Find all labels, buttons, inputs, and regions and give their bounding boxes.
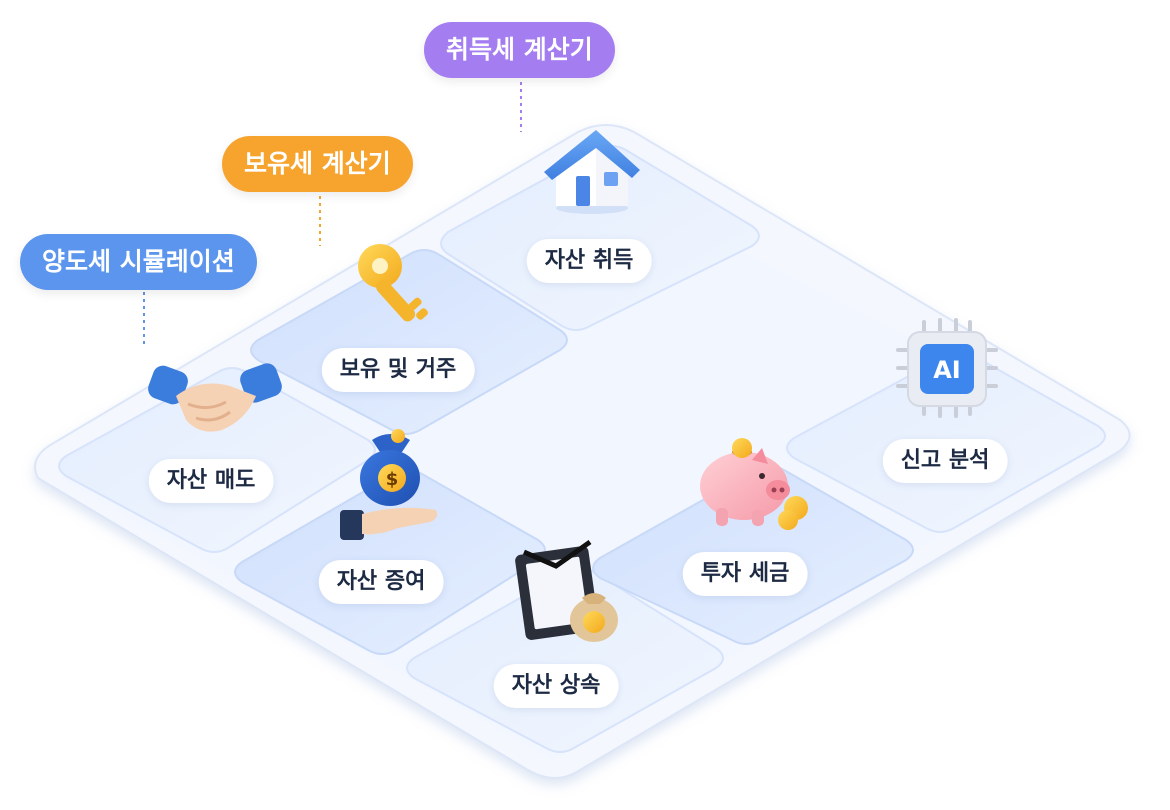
tile-label-inherit: 자산 상속 — [493, 664, 619, 708]
tile-label-gift: 자산 증여 — [318, 560, 444, 604]
ai-chip-icon: AI — [896, 318, 998, 418]
tile-acquire[interactable] — [440, 145, 760, 331]
handshake-icon — [148, 363, 282, 432]
tile-label-hold: 보유 및 거주 — [321, 348, 475, 392]
acquisition-tax-calculator-button[interactable]: 취득세 계산기 — [424, 22, 615, 78]
transfer-tax-simulation-button[interactable]: 양도세 시뮬레이션 — [20, 234, 257, 290]
money-bag-hand-icon: $ — [340, 429, 438, 540]
tile-label-sell: 자산 매도 — [148, 459, 274, 503]
tile-hold[interactable] — [250, 249, 568, 435]
memorial-frame-icon — [515, 539, 618, 642]
ai-chip-text: AI — [933, 356, 961, 384]
holding-tax-calculator-button[interactable]: 보유세 계산기 — [222, 136, 413, 192]
house-icon — [544, 130, 640, 214]
tile-label-report: 신고 분석 — [882, 439, 1008, 483]
tile-label-invest: 투자 세금 — [682, 552, 808, 596]
piggy-bank-icon — [700, 438, 808, 530]
key-icon — [358, 244, 428, 322]
tile-label-acquire: 자산 취득 — [526, 239, 652, 283]
dollar-sign: $ — [386, 469, 399, 490]
